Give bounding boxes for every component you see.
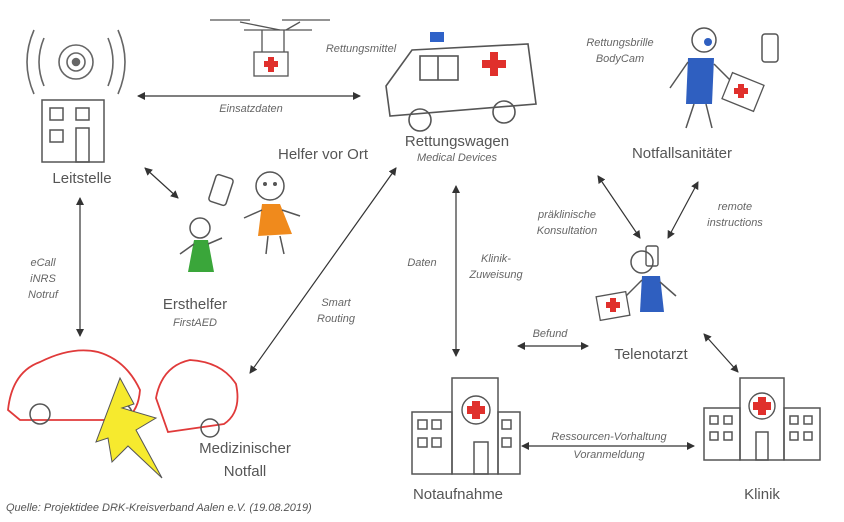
arrow-leitstelle-ersthelfer [144, 167, 179, 199]
notfall-label-line2: Notfall [223, 463, 267, 480]
arrow-telenotarzt-klinik [703, 333, 739, 373]
ersthelfer-sublabel: FirstAED [173, 317, 217, 329]
rettungsmittel-label: Rettungsmittel [325, 43, 397, 55]
drone-icon [210, 19, 330, 77]
telenotarzt-label: Telenotarzt [614, 346, 688, 363]
siren-icon [430, 32, 444, 42]
notfallsanitaeter-label: Notfallsanitäter [631, 145, 733, 162]
source-caption: Quelle: Projektidee DRK-Kreisverband Aal… [6, 502, 312, 514]
helfer-vor-ort-label: Helfer vor Ort [277, 146, 368, 163]
ersthelfer-figure [179, 217, 223, 272]
klinik-red-cross-icon [748, 392, 776, 420]
telenotarzt-figure [595, 250, 677, 322]
arrow-smart-routing [249, 167, 397, 374]
edge-label-smart: Smart [321, 297, 351, 309]
edge-label-ecall: eCall [30, 257, 56, 269]
notaufnahme-red-cross-icon [461, 395, 491, 425]
helfer-vor-ort-figure [243, 171, 301, 255]
notfallsanitaeter-figure [669, 27, 765, 129]
ambulance-red-cross-icon [482, 52, 506, 76]
edge-label-ressourcen: Ressourcen-Vorhaltung [551, 431, 667, 443]
klinik-building-icon [703, 377, 821, 461]
edge-label-voranmeldung: Voranmeldung [573, 449, 645, 461]
connector-arrows [76, 92, 739, 450]
notfall-label-line1: Medizinischer [199, 440, 291, 457]
telenotarzt-phone-icon [645, 245, 659, 267]
bodycam-label: BodyCam [595, 53, 645, 65]
phone-icon [761, 33, 779, 63]
leitstelle-signal-icon [26, 29, 126, 95]
edge-label-einsatzdaten: Einsatzdaten [219, 103, 283, 115]
arrow-remote-instructions [667, 181, 699, 239]
ersthelfer-phone-icon [208, 173, 234, 207]
ambulance-icon [385, 43, 537, 132]
edge-label-konsultation: Konsultation [536, 225, 598, 237]
rettungswagen-label: Rettungswagen [404, 133, 510, 150]
edge-label-klinik: Klinik- [481, 253, 511, 265]
notaufnahme-label: Notaufnahme [412, 486, 504, 503]
edge-label-befund: Befund [532, 328, 568, 340]
drone-red-cross-icon [264, 57, 278, 72]
edge-label-daten: Daten [407, 257, 437, 269]
crash-scene-icon [7, 349, 239, 479]
leitstelle-building-icon [41, 99, 105, 163]
notaufnahme-building-icon [411, 377, 521, 475]
arrow-notfallsanitaeter-telenotarzt [597, 175, 641, 239]
edge-label-praeklinische: präklinische [537, 209, 597, 221]
rettungswagen-sublabel: Medical Devices [416, 152, 498, 164]
edge-label-remote: remote [717, 201, 753, 213]
leitstelle-label: Leitstelle [52, 170, 112, 187]
klinik-label: Klinik [744, 486, 780, 503]
edge-label-notruf: Notruf [28, 289, 58, 301]
edge-label-routing: Routing [317, 313, 355, 325]
edge-label-inrs: iNRS [30, 273, 56, 285]
ersthelfer-label: Ersthelfer [162, 296, 228, 313]
edge-label-zuweisung: Zuweisung [469, 269, 523, 281]
rettungsbrille-label: Rettungsbrille [586, 37, 654, 49]
edge-label-instructions: instructions [707, 217, 763, 229]
